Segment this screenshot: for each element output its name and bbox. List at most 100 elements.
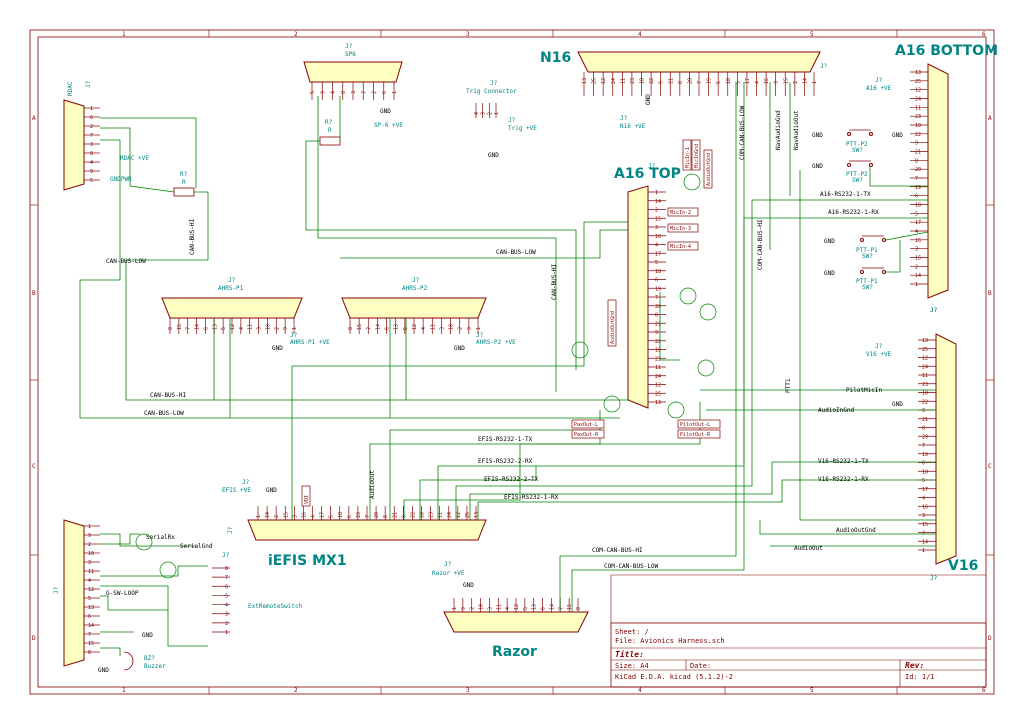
ahrs2-gnd: GND [454, 345, 465, 352]
n16-title: N16 [540, 50, 571, 66]
pin-number: 15 [177, 324, 183, 330]
ahrs1-ref2: J? [290, 332, 298, 339]
pin-number: 8 [655, 313, 658, 319]
svg-text:MicInGnd: MicInGnd [694, 144, 700, 168]
border-row-d-right: D [988, 635, 992, 642]
pin-number: 17 [745, 78, 751, 84]
pin-number: 14 [655, 199, 661, 205]
pin-number: 5 [922, 478, 925, 484]
sp6-ref: J? [345, 43, 353, 50]
resistor-r2: R? R [319, 119, 341, 146]
pin-number: 19 [922, 452, 928, 458]
pin-number: 7 [655, 295, 658, 301]
pin-number: 7 [186, 327, 192, 330]
net-can-hi-2: CAN-BUS-HI [551, 263, 558, 300]
pin-number: 7 [915, 176, 918, 182]
pin-number: 7 [366, 327, 372, 330]
rdac-vcc: RDAC +VE [120, 155, 149, 162]
svg-text:MicIn-2: MicIn-2 [670, 210, 691, 216]
v16-gnd: GND [892, 401, 903, 408]
n16-gnd: GND [645, 94, 652, 105]
title-tool: KiCad E.D.A. kicad (5.1.2)-2 [615, 673, 733, 681]
pin-number: 13 [922, 338, 928, 344]
pin-number: 25 [922, 347, 928, 353]
pin-number: 7 [88, 632, 91, 638]
pin-number: 6 [541, 607, 547, 610]
svg-text:SW?: SW? [862, 284, 873, 291]
border-row-c-right: C [988, 463, 992, 470]
svg-text:AudioOutGnd: AudioOutGnd [610, 311, 616, 344]
svg-text:MicIn-1: MicIn-1 [685, 147, 691, 168]
pin-number: 20 [687, 78, 693, 84]
pin-number: 11 [922, 373, 928, 379]
pin-number: 1 [812, 81, 818, 84]
border-row-a-left: A [32, 115, 36, 122]
buzzer-gnd: GND [98, 667, 109, 674]
pin-number: 10 [88, 551, 94, 557]
pin-number: 1 [494, 112, 500, 115]
pin-number: 1 [90, 106, 93, 112]
border-row-b-left: B [32, 290, 36, 297]
a16-bottom-title: A16 BOTTOM [895, 43, 998, 59]
sheet-border: 1 2 3 4 5 6 1 2 3 4 5 6 A B C D A B C D [29, 29, 995, 695]
svg-text:PTT-P2: PTT-P2 [846, 141, 868, 148]
pin-number: 17 [915, 220, 921, 226]
net-audio-out: AudioOut [794, 545, 823, 552]
pin-number: 2 [487, 112, 493, 115]
border-col-4-bottom: 4 [638, 687, 642, 694]
ahrs2-title: AHRS-P2 [402, 285, 428, 292]
pin-number: 6 [203, 327, 209, 330]
pin-number: 11 [438, 512, 444, 518]
border-row-d-left: D [32, 635, 36, 642]
pin-number: 3 [481, 112, 487, 115]
pin-number: 22 [410, 512, 416, 518]
pin-number: 4 [331, 91, 337, 94]
rdac-ref: J? [85, 80, 92, 88]
svg-text:AudioOutGnd: AudioOutGnd [706, 153, 712, 186]
pin-number: 7 [558, 607, 564, 610]
pin-number: 16 [655, 234, 661, 240]
sw1-gnd: GND [812, 132, 823, 139]
net-com-can-low: COM-CAN-BUS-LOW [604, 563, 659, 570]
pin-number: 2 [470, 607, 476, 610]
net-a16-1-tx: A16-RS232-1-TX [820, 191, 871, 198]
pin-number: 15 [567, 604, 573, 610]
pin-number: 2 [793, 81, 799, 84]
pin-number: 13 [915, 70, 921, 76]
pin-number: 4 [311, 515, 317, 518]
pin-number: 13 [655, 400, 661, 406]
pin-number: 14 [922, 539, 928, 545]
pin-number: 22 [915, 132, 921, 138]
pin-number: 24 [447, 512, 453, 518]
pin-number: 4 [922, 496, 925, 502]
net-can-low-1: CAN-BUS-LOW [106, 258, 146, 265]
pin-number: 6 [655, 278, 658, 284]
pin-number: 24 [915, 97, 921, 103]
pin-number: 12 [922, 356, 928, 362]
pin-number: 14 [549, 604, 555, 610]
pin-number: 23 [655, 356, 661, 362]
pin-number: 23 [630, 78, 636, 84]
pin-number: 13 [212, 324, 218, 330]
v16-title: V16 [948, 558, 978, 574]
net-efis-1-tx: EFIS-RS232-1-TX [478, 436, 533, 443]
svg-text:VDI: VDI [304, 495, 310, 504]
rdac-title: RDAC [67, 81, 74, 96]
pin-number: 4 [88, 578, 91, 584]
sw2-gnd: GND [812, 163, 823, 170]
pin-number: 4 [505, 607, 511, 610]
svg-text:SW?: SW? [852, 147, 863, 154]
ahrs1-gnd: GND [272, 345, 283, 352]
pin-number: 20 [374, 512, 380, 518]
flag-labels: MicIn-2 MicIn-3 MicIn-4 MicIn-1 MicInGnd… [301, 139, 721, 507]
pin-number: 3 [292, 515, 298, 518]
pin-number: 22 [655, 339, 661, 345]
pin-number: 3 [439, 327, 445, 330]
pin-number: 9 [461, 607, 467, 610]
pin-number: 1 [225, 630, 228, 636]
pin-number: 25 [655, 391, 661, 397]
pin-number: 14 [802, 78, 808, 84]
